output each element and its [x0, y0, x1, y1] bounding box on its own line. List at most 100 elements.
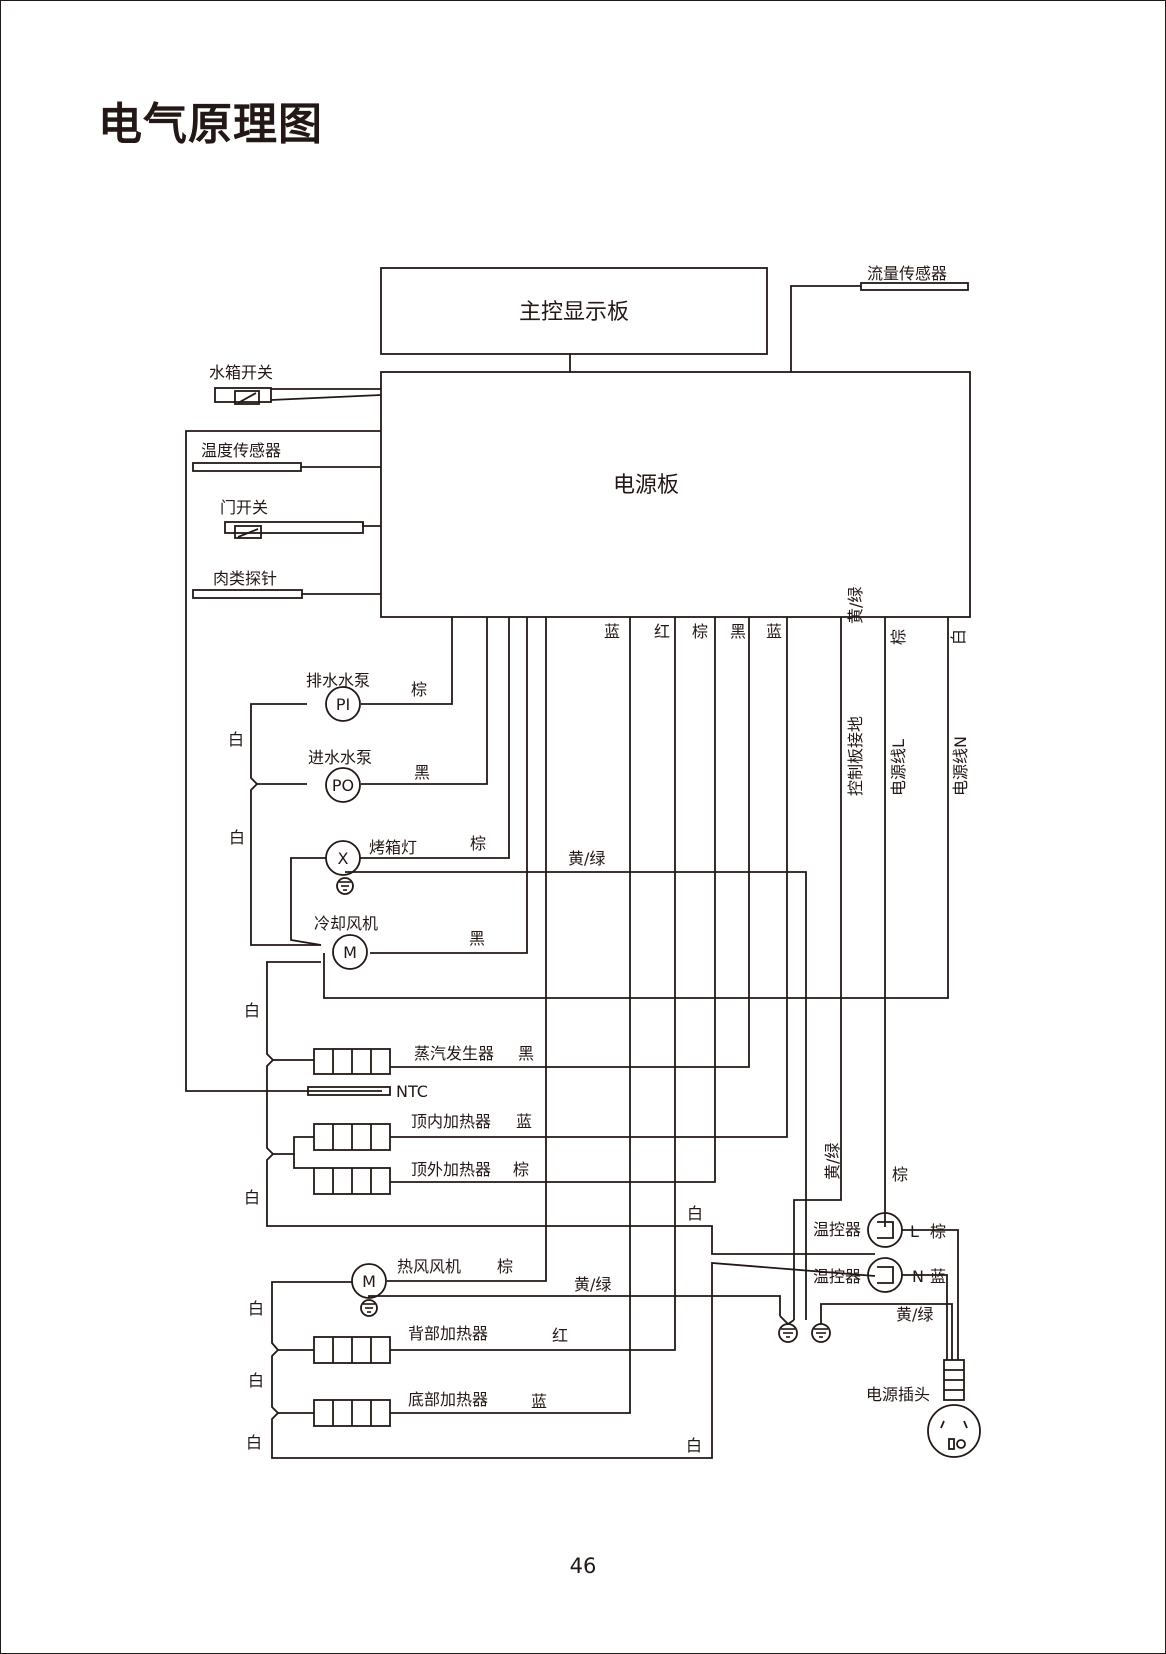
inlet-pump-wire — [361, 617, 488, 785]
wire-label-yellow-green-1: 黄/绿 — [846, 587, 865, 624]
inlet-pump-code: PO — [332, 776, 354, 795]
meat-probe-bar — [192, 589, 303, 599]
thermostat-2-contact — [877, 1266, 894, 1284]
white-bus-lamp — [290, 857, 326, 946]
oven-lamp-label: 烤箱灯 — [369, 838, 417, 857]
chassis-ground-icon-2 — [811, 1323, 831, 1343]
steam-gen-wire — [390, 617, 750, 1068]
flow-sensor-wire — [790, 285, 861, 372]
wire-label-yellow-green-3: 黄/绿 — [574, 1275, 611, 1294]
water-tank-switch-label: 水箱开关 — [209, 363, 273, 382]
wire-label-red-2: 红 — [552, 1326, 568, 1345]
water-tank-switch-body — [214, 387, 272, 403]
plug-face-icon — [927, 1404, 981, 1458]
wire-label-brown-7: 棕 — [892, 1165, 908, 1184]
door-switch-contact — [234, 525, 262, 539]
plug-label: 电源插头 — [866, 1385, 930, 1404]
door-switch-blade — [237, 528, 259, 538]
white-bus-lower — [271, 1262, 876, 1459]
flow-sensor-label: 流量传感器 — [867, 264, 947, 283]
drain-pump-label: 排水水泵 — [306, 671, 370, 690]
drain-pump-wire — [361, 617, 453, 705]
wire-label-black-1: 黑 — [730, 622, 746, 641]
lamp-ground-icon — [336, 877, 354, 895]
wire-label-brown-8: 棕 — [930, 1222, 946, 1241]
wire-label-blue-1: 蓝 — [604, 622, 620, 641]
ntc-label: NTC — [396, 1082, 428, 1101]
wire-label-yellow-green-4: 黄/绿 — [823, 1143, 842, 1180]
temp-sensor-label: 温度传感器 — [201, 441, 281, 460]
wire-label-white-9: 白 — [687, 1204, 703, 1223]
wire-label-white-3: 白 — [229, 828, 245, 847]
cooling-fan-code: M — [343, 943, 357, 962]
wire-label-red: 红 — [654, 622, 670, 641]
wire-label-brown-3: 棕 — [411, 680, 427, 699]
water-tank-switch-wire-b — [270, 394, 382, 401]
plug-ground-wire — [820, 1303, 953, 1360]
hot-air-fan-code: M — [362, 1272, 376, 1291]
temp-sensor-loop-wire — [185, 430, 382, 1092]
oven-lamp-symbol — [325, 840, 361, 876]
drain-pump-symbol — [325, 686, 361, 722]
wire-label-white-7: 白 — [248, 1371, 264, 1390]
temp-sensor-bar — [192, 462, 302, 472]
board-ground-label: 控制板接地 — [846, 716, 865, 796]
white-to-top-outer — [293, 1154, 314, 1169]
power-line-n-label: 电源线N — [951, 736, 970, 796]
wire-label-white-4: 白 — [244, 1001, 260, 1020]
power-board-label: 电源板 — [613, 473, 679, 498]
white-bus-middle — [266, 961, 875, 1255]
wire-label-white-1: 白 — [949, 629, 968, 645]
n-terminal-label: N — [912, 1267, 924, 1286]
cooling-fan-symbol — [332, 934, 368, 970]
wire-label-black-2: 黑 — [414, 763, 430, 782]
back-heater-label: 背部加热器 — [408, 1324, 488, 1343]
water-tank-switch-blade — [237, 392, 257, 404]
l-line-to-plug — [902, 1229, 959, 1360]
n-line-to-plug — [902, 1274, 948, 1360]
wire-label-white-6: 白 — [248, 1299, 264, 1318]
wire-label-white-10: 白 — [686, 1436, 702, 1455]
main-display-board — [380, 267, 768, 355]
ground-join — [779, 1315, 795, 1326]
power-n-wire — [323, 617, 949, 999]
wire-label-white-5: 白 — [244, 1188, 260, 1207]
top-outer-heater-wire — [390, 617, 716, 1183]
wire-label-brown-6: 棕 — [497, 1257, 513, 1276]
board-ground-wire — [793, 617, 842, 1320]
plug-pin-earth-ring — [956, 1439, 966, 1449]
lamp-ground-wire — [345, 871, 807, 1320]
wire-label-yellow-green-5: 黄/绿 — [896, 1305, 933, 1324]
wire-label-blue-3: 蓝 — [516, 1112, 532, 1131]
page-title: 电气原理图 — [98, 99, 323, 150]
cooling-fan-wire — [370, 617, 528, 954]
door-switch-label: 门开关 — [220, 498, 268, 517]
thermostat-1-label: 温控器 — [813, 1220, 861, 1239]
oven-lamp-wire — [360, 617, 510, 859]
top-inner-heater-label: 顶内加热器 — [411, 1112, 491, 1131]
ntc-sensor-bar — [307, 1086, 391, 1096]
top-inner-heater-wire — [390, 617, 788, 1138]
plug-pin-l — [940, 1420, 945, 1429]
wire-label-blue-5: 蓝 — [930, 1267, 946, 1286]
wire-label-brown-2: 棕 — [889, 629, 908, 645]
bottom-heater-label: 底部加热器 — [408, 1390, 488, 1409]
door-switch-wire — [362, 522, 381, 527]
fan-ground-icon — [360, 1299, 378, 1317]
chassis-ground-icon-1 — [778, 1323, 798, 1343]
wire-label-black-3: 黑 — [469, 929, 485, 948]
main-display-board-label: 主控显示板 — [519, 300, 629, 325]
page-number: 46 — [569, 1554, 597, 1578]
wire-label-black-4: 黑 — [518, 1044, 534, 1063]
thermostat-2-label: 温控器 — [813, 1267, 861, 1286]
wire-label-brown-1: 棕 — [692, 622, 708, 641]
white-to-top-inner — [273, 1136, 314, 1155]
flow-sensor-bar — [860, 282, 969, 291]
wire-label-brown-4: 棕 — [470, 834, 486, 853]
plug-pin-earth — [948, 1438, 955, 1450]
l-terminal-label: L — [910, 1222, 919, 1241]
inlet-pump-symbol — [325, 767, 361, 803]
wire-label-white-2: 白 — [228, 730, 244, 749]
hot-air-fan-label: 热风风机 — [397, 1257, 461, 1276]
